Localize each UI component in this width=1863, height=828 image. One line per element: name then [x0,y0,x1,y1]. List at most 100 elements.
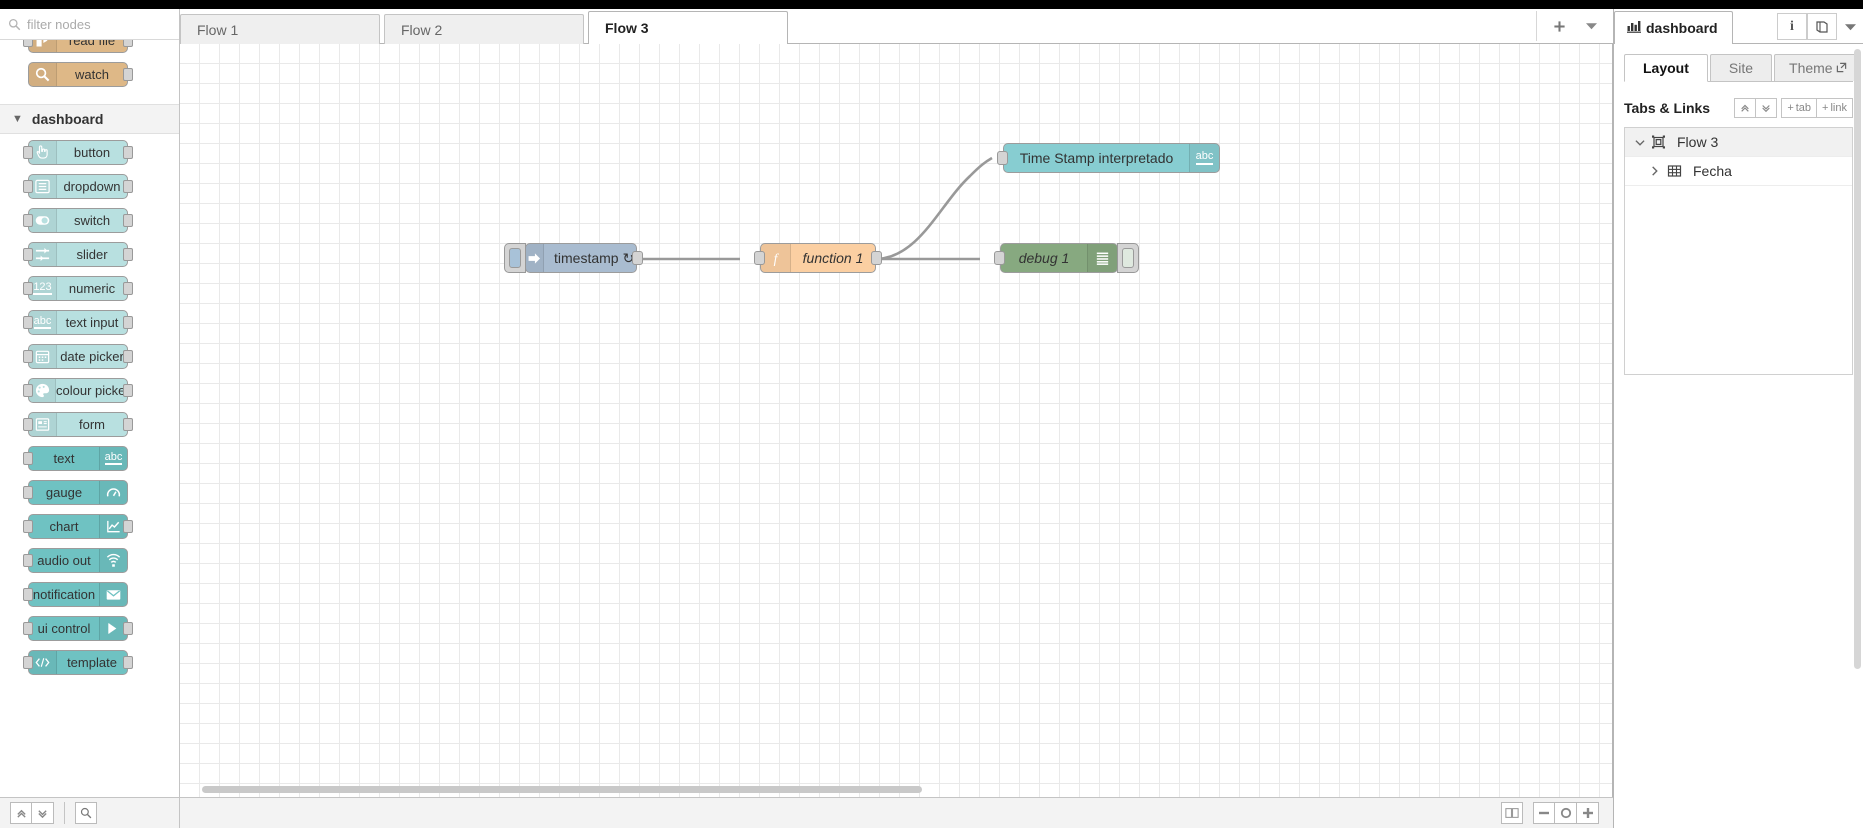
node-output-port[interactable] [123,350,133,363]
caret-down-icon[interactable] [1575,12,1607,40]
layout-tree[interactable]: Flow 3 Fecha [1624,127,1853,375]
flow-node-inject[interactable]: timestamp ↻ [504,243,643,273]
node-input-port[interactable] [23,248,33,261]
palette-node-colour-picker[interactable]: colour picker [23,378,133,403]
zoom-in-button[interactable] [1577,802,1599,824]
search-input[interactable] [27,16,171,32]
palette-node-chart[interactable]: chart [23,514,133,539]
flow-node-function[interactable]: f function 1 [754,243,882,273]
node-output-port[interactable] [123,520,133,533]
tree-row-fecha[interactable]: Fecha [1625,157,1852,186]
palette-node-template[interactable]: template [23,650,133,675]
expand-all-button[interactable] [1756,98,1778,118]
add-flow-button[interactable] [1543,12,1575,40]
navigator-icon[interactable] [1501,802,1523,824]
zoom-reset-button[interactable] [1555,802,1577,824]
node-output-port[interactable] [123,282,133,295]
palette-node-slider[interactable]: slider [23,242,133,267]
scrollbar-thumb[interactable] [1854,49,1861,669]
node-output-port[interactable] [123,68,133,81]
debug-toggle-button[interactable] [1117,243,1139,273]
tab-flow-1[interactable]: Flow 1 [180,14,380,44]
subtab-theme[interactable]: Theme [1774,54,1858,81]
node-input-port[interactable] [23,316,33,329]
palette-category-dashboard[interactable]: ▼ dashboard [0,104,179,134]
tab-flow-2[interactable]: Flow 2 [384,14,584,44]
node-output-port[interactable] [123,622,133,635]
node-output-port[interactable] [123,316,133,329]
book-icon[interactable] [1807,13,1837,40]
node-output-port[interactable] [632,251,643,265]
palette-node-watch[interactable]: watch [28,62,133,87]
flow-canvas-wrapper[interactable]: Time Stamp interpretado abc timestamp ↻ [180,44,1613,797]
node-input-port[interactable] [23,282,33,295]
tab-flow-3[interactable]: Flow 3 [588,11,788,44]
node-input-port[interactable] [23,520,33,533]
palette-node-notification[interactable]: notification [23,582,128,607]
palette-node-gauge[interactable]: gauge [23,480,128,505]
chevron-right-icon[interactable] [1651,166,1667,176]
node-output-port[interactable] [123,40,133,47]
node-input-port[interactable] [23,554,33,567]
palette-node-text[interactable]: text abc [23,446,128,471]
node-output-port[interactable] [123,418,133,431]
node-input-port[interactable] [23,384,33,397]
inject-trigger-button[interactable] [504,243,526,273]
palette-node-text-input[interactable]: abc text input [23,310,133,335]
node-input-port[interactable] [23,40,33,47]
node-input-port[interactable] [23,452,33,465]
scrollbar-thumb[interactable] [202,786,922,793]
node-output-port[interactable] [123,214,133,227]
palette-search-button[interactable] [75,802,97,824]
flow-node-ui-text[interactable]: Time Stamp interpretado abc [997,143,1220,173]
palette-node-audio-out[interactable]: audio out [23,548,128,573]
info-icon[interactable]: i [1777,13,1807,40]
palette-node-form[interactable]: form [23,412,133,437]
palette-search-bar[interactable] [0,9,179,40]
sidebar-vscrollbar[interactable] [1854,49,1862,689]
node-input-port[interactable] [23,350,33,363]
palette-node-button[interactable]: button [23,140,133,165]
flow-canvas-grid[interactable] [180,44,1613,797]
add-tab-button[interactable]: + tab [1781,98,1818,118]
node-input-port[interactable] [23,588,33,601]
canvas-hscrollbar[interactable] [180,783,1613,797]
tree-row-flow-3[interactable]: Flow 3 [1625,128,1852,157]
node-input-port[interactable] [23,180,33,193]
chevron-down-icon[interactable] [1635,139,1651,146]
node-input-port[interactable] [23,214,33,227]
node-output-port[interactable] [123,248,133,261]
sidebar-menu-caret-down-icon[interactable] [1837,13,1863,40]
add-link-button[interactable]: + link [1817,98,1853,118]
collapse-all-button[interactable] [1734,98,1757,118]
node-output-port[interactable] [123,656,133,669]
palette-scroll-area[interactable]: read file watch ▼ dashboard [0,40,179,797]
node-input-port[interactable] [994,251,1005,265]
collapse-all-button[interactable] [10,802,32,824]
node-input-port[interactable] [23,622,33,635]
palette-node-numeric[interactable]: 123 numeric [23,276,133,301]
node-input-port[interactable] [754,251,765,265]
node-output-port[interactable] [123,384,133,397]
subtab-site[interactable]: Site [1709,54,1773,81]
node-input-port[interactable] [23,656,33,669]
expand-all-button[interactable] [32,802,54,824]
zoom-out-button[interactable] [1533,802,1555,824]
node-input-port[interactable] [23,418,33,431]
node-input-port[interactable] [997,151,1008,165]
palette-node-ui-control[interactable]: ui control [23,616,133,641]
node-output-port[interactable] [123,146,133,159]
sidebar-tab-dashboard[interactable]: dashboard [1614,11,1733,44]
palette-node-dropdown[interactable]: dropdown [23,174,133,199]
node-output-port[interactable] [871,251,882,265]
subtab-layout[interactable]: Layout [1624,54,1708,82]
palette-node-switch[interactable]: switch [23,208,133,233]
node-input-port[interactable] [23,146,33,159]
flow-node-debug[interactable]: debug 1 [994,243,1139,273]
palette-node-date-picker[interactable]: date picker [23,344,133,369]
node-output-port[interactable] [123,180,133,193]
node-input-port[interactable] [23,486,33,499]
palette-node-label: date picker [60,349,124,364]
palette-node-read-file[interactable]: read file [23,40,133,53]
canvas-statusbar [180,797,1613,828]
